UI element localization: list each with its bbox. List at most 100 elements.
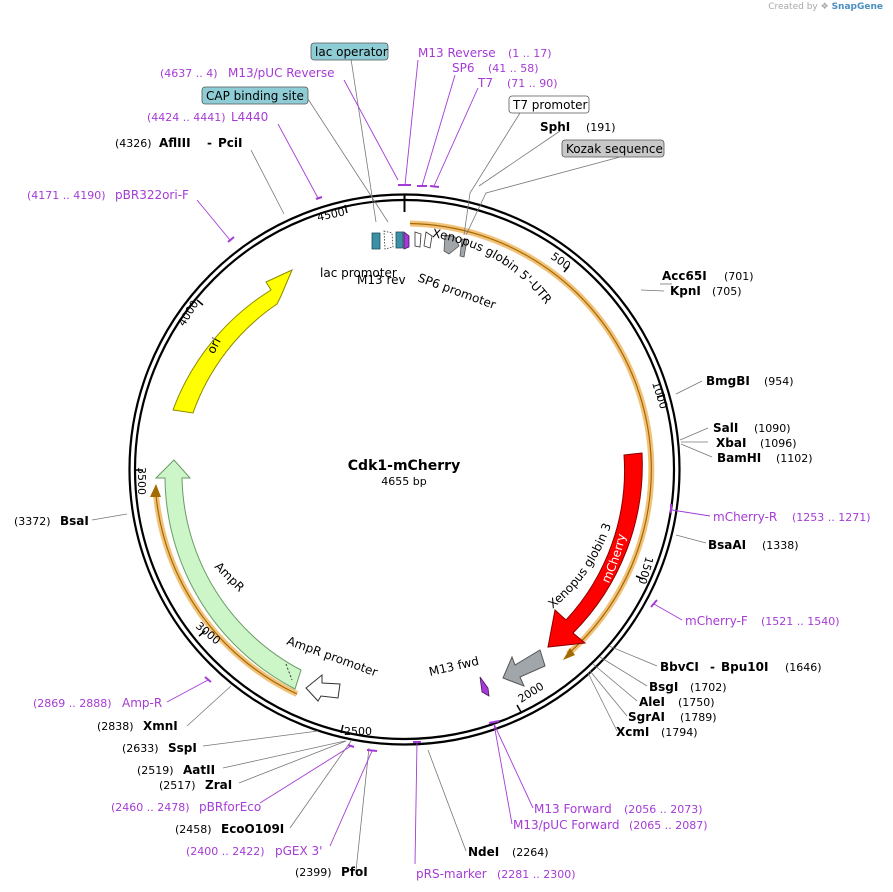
site-kpni[interactable]: KpnI <box>670 284 701 298</box>
primer-mcherry-f-range: (1521 .. 1540) <box>761 615 840 628</box>
site-xbai[interactable]: XbaI <box>716 436 746 450</box>
lac-operator-box[interactable] <box>310 42 389 61</box>
m13-fwd-label: M13 fwd <box>428 654 481 679</box>
mcherry-feature-arrow[interactable] <box>547 452 643 648</box>
primer-leaders <box>166 59 711 865</box>
lac-promoter-feature[interactable] <box>383 230 394 250</box>
site-ecoo109i[interactable]: EcoO109I <box>221 822 284 836</box>
t7-promoter-box[interactable] <box>508 95 590 114</box>
insert-extent-arrowhead <box>563 648 575 660</box>
ampr-label: AmpR <box>212 559 247 594</box>
watermark-prefix: Created by <box>768 2 818 12</box>
insert-extent-line <box>409 222 652 655</box>
primer-pgex3-range: (2400 .. 2422) <box>186 845 265 858</box>
primer-sp6[interactable]: SP6 <box>452 61 475 75</box>
site-bsaai[interactable]: BsaAI <box>708 538 746 552</box>
primer-m13puc-forward[interactable]: M13/pUC Forward <box>513 818 620 832</box>
kozak-feature[interactable] <box>459 238 468 258</box>
site-sgrai[interactable]: SgrAI <box>628 710 665 724</box>
site-pfoi[interactable]: PfoI <box>341 865 368 879</box>
site-acc65i-pos: (701) <box>724 270 754 283</box>
primer-amp-r[interactable]: Amp-R <box>122 696 162 710</box>
site-zrai[interactable]: ZraI <box>205 778 232 792</box>
primer-pgex3[interactable]: pGEX 3' <box>275 844 322 858</box>
primer-prs-marker[interactable]: pRS-marker <box>416 867 487 881</box>
site-sali[interactable]: SalI <box>713 421 738 435</box>
primer-pbr322ori-range: (4171 .. 4190) <box>27 189 106 202</box>
plasmid-length: 4655 bp <box>381 475 426 488</box>
kozak-sequence-box[interactable] <box>561 139 665 158</box>
primer-t7[interactable]: T7 <box>477 76 493 90</box>
cap-binding-feature[interactable] <box>395 231 404 249</box>
primer-prs-marker-range: (2281 .. 2300) <box>497 868 576 881</box>
primer-m13puc-reverse-range: (4637 .. 4) <box>160 67 218 80</box>
site-bmgbi-pos: (954) <box>764 375 794 388</box>
site-xmni-pos: (2838) <box>97 720 134 733</box>
primer-l4440[interactable]: L4440 <box>231 110 268 124</box>
tick-label-1500: 1500 <box>635 555 655 585</box>
primer-sp6-range: (41 .. 58) <box>488 62 539 75</box>
primer-mcherry-r-range: (1253 .. 1271) <box>792 511 871 524</box>
site-kpni-pos: (705) <box>712 285 742 298</box>
primer-amp-r-range: (2869 .. 2888) <box>33 697 112 710</box>
t7-promoter-feature[interactable] <box>423 231 433 249</box>
site-pcii[interactable]: PciI <box>218 136 243 150</box>
site-sphi[interactable]: SphI <box>540 120 570 134</box>
restriction-sites: SphI (191) Acc65I (701) KpnI (705) BmgBI… <box>14 120 822 879</box>
site-ndei[interactable]: NdeI <box>468 845 499 859</box>
site-bsai[interactable]: BsaI <box>60 514 89 528</box>
primer-pbrforeco-range: (2460 .. 2478) <box>111 801 190 814</box>
cap-binding-site-box[interactable] <box>201 86 309 105</box>
m13-rev-feature[interactable] <box>403 231 410 250</box>
primer-m13puc-reverse[interactable]: M13/pUC Reverse <box>228 66 335 80</box>
primer-pbrforeco[interactable]: pBRforEco <box>199 800 261 814</box>
site-xcmi[interactable]: XcmI <box>616 725 649 739</box>
t7-promoter-box-label: T7 promoter <box>512 98 588 112</box>
snapgene-watermark: Created by ❖ SnapGene <box>768 2 883 12</box>
sp6-promoter-label: SP6 promoter <box>416 271 498 312</box>
primer-pbr322ori[interactable]: pBR322ori-F <box>115 188 189 202</box>
site-xmni[interactable]: XmnI <box>143 719 178 733</box>
site-xbai-pos: (1096) <box>760 437 797 450</box>
m13-fwd-arrow[interactable] <box>479 676 490 697</box>
primer-m13-forward[interactable]: M13 Forward <box>534 802 612 816</box>
primer-m13-reverse[interactable]: M13 Reverse <box>418 46 496 60</box>
primer-t7-range: (71 .. 90) <box>507 77 558 90</box>
site-pfoi-pos: (2399) <box>295 866 332 879</box>
ampr-feature-arrow[interactable] <box>154 459 302 690</box>
site-aatii[interactable]: AatII <box>183 763 215 777</box>
tick-label-2500: 2500 <box>344 725 372 738</box>
primer-labels: M13 Reverse (1 .. 17) SP6 (41 .. 58) T7 … <box>27 46 871 881</box>
sp6-promoter-feature[interactable] <box>414 231 422 248</box>
site-sspi-pos: (2633) <box>122 742 159 755</box>
ampr-extent-arrowhead <box>150 484 161 497</box>
ori-feature-arrow[interactable] <box>172 269 293 414</box>
site-bmgbi[interactable]: BmgBI <box>706 374 750 388</box>
site-bsai-pos: (3372) <box>14 515 51 528</box>
site-afliii[interactable]: AflIII <box>159 136 191 150</box>
site-xcmi-pos: (1794) <box>661 726 698 739</box>
primer-l4440-range: (4424 .. 4441) <box>147 111 226 124</box>
site-alei[interactable]: AleI <box>639 695 665 709</box>
primer-mcherry-f[interactable]: mCherry-F <box>685 614 748 628</box>
site-leaders <box>91 58 713 872</box>
lac-operator-box-label: lac operator <box>315 45 388 59</box>
site-bpu10i[interactable]: Bpu10I <box>721 660 768 674</box>
site-bamhi[interactable]: BamHI <box>717 451 761 465</box>
site-bbvci[interactable]: BbvCI <box>660 660 699 674</box>
primer-mcherry-r[interactable]: mCherry-R <box>713 510 777 524</box>
xenopus-5utr-arrow[interactable] <box>443 234 460 255</box>
snapgene-logo-icon: ❖ <box>820 2 829 12</box>
watermark-brand: SnapGene <box>831 2 883 12</box>
site-acc65i[interactable]: Acc65I <box>662 269 707 283</box>
site-bsgi[interactable]: BsgI <box>649 680 678 694</box>
site-separator-2: - <box>207 136 212 150</box>
ampr-promoter-arrow[interactable] <box>305 673 341 702</box>
site-sspi[interactable]: SspI <box>168 741 197 755</box>
tick-label-3500: 3500 <box>135 467 148 495</box>
xenopus-3utr-arrow[interactable] <box>502 649 546 687</box>
site-sali-pos: (1090) <box>754 422 791 435</box>
lac-operator-feature[interactable] <box>371 232 381 250</box>
primer-m13puc-forward-range: (2065 .. 2087) <box>629 819 708 832</box>
